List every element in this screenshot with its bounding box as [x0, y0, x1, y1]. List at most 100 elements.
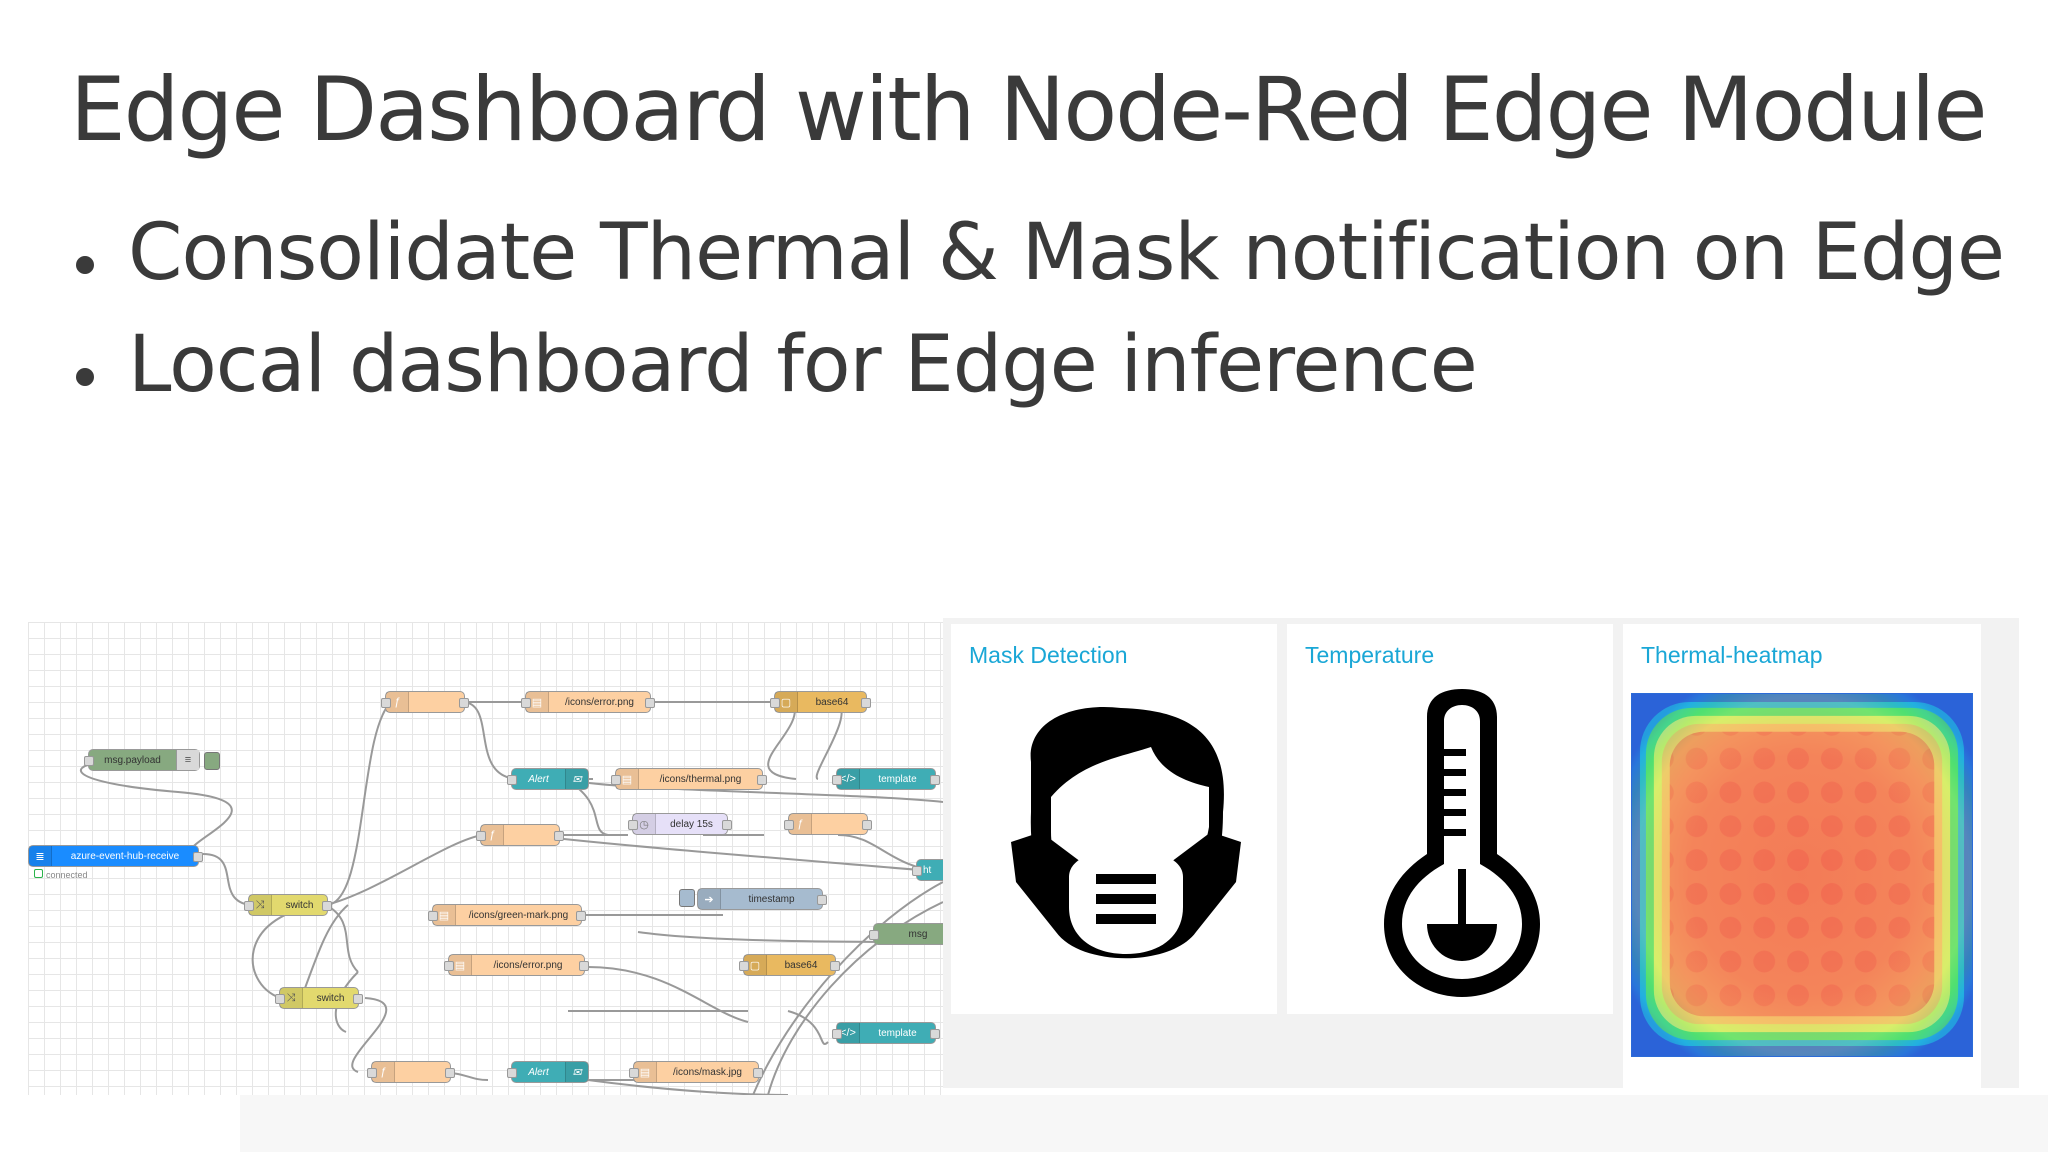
node-label: delay 15s	[670, 818, 713, 830]
output-port[interactable]	[830, 961, 840, 971]
function-node[interactable]: ƒ	[381, 691, 469, 713]
input-port[interactable]	[244, 901, 254, 911]
input-port[interactable]	[275, 994, 285, 1004]
input-port[interactable]	[739, 961, 749, 971]
base64-node[interactable]: ▢ base64	[739, 954, 840, 976]
node-label: switch	[316, 992, 345, 1004]
input-port[interactable]	[444, 961, 454, 971]
function-node[interactable]: ƒ	[476, 824, 564, 846]
status-indicator-icon	[34, 869, 43, 878]
input-port[interactable]	[507, 1068, 517, 1078]
template-node[interactable]: ht	[912, 859, 943, 881]
node-label: /icons/error.png	[565, 696, 634, 708]
function-node[interactable]: ƒ	[367, 1061, 455, 1083]
node-label: switch	[285, 899, 314, 911]
azure-event-hub-node[interactable]: ≣ azure-event-hub-receive	[28, 845, 203, 867]
email-alert-node[interactable]: Alert ✉	[507, 768, 589, 790]
inject-button[interactable]	[679, 889, 695, 907]
input-port[interactable]	[912, 866, 922, 876]
email-alert-node[interactable]: Alert ✉	[507, 1061, 589, 1083]
file-icon: ▤	[634, 1062, 657, 1082]
function-node[interactable]: ƒ	[784, 813, 872, 835]
debug-node[interactable]: msg	[869, 923, 943, 945]
debug-icon: ≡	[176, 750, 199, 770]
temperature-card: Temperature	[1287, 624, 1613, 1014]
node-label: msg	[908, 928, 928, 940]
input-port[interactable]	[770, 698, 780, 708]
delay-node[interactable]: ◷ delay 15s	[628, 813, 732, 835]
switch-node[interactable]: ⤨ switch	[275, 987, 363, 1009]
thermometer-icon	[1384, 689, 1540, 997]
output-port[interactable]	[930, 775, 940, 785]
file-node[interactable]: ▤ /icons/thermal.png	[611, 768, 767, 790]
template-icon: </>	[837, 769, 860, 789]
input-port[interactable]	[428, 911, 438, 921]
file-icon: ▤	[526, 692, 549, 712]
thermal-heatmap-card: Thermal-heatmap	[1623, 624, 1981, 1088]
output-port[interactable]	[579, 961, 589, 971]
output-port[interactable]	[459, 698, 469, 708]
input-port[interactable]	[507, 775, 517, 785]
file-node[interactable]: ▤ /icons/error.png	[521, 691, 655, 713]
switch-icon: ⤨	[280, 988, 303, 1008]
function-icon: ƒ	[372, 1062, 395, 1082]
function-icon: ƒ	[789, 814, 812, 834]
file-node[interactable]: ▤ /icons/green-mark.png	[428, 904, 586, 926]
card-title: Mask Detection	[969, 642, 1128, 668]
output-port[interactable]	[722, 820, 732, 830]
output-port[interactable]	[193, 852, 203, 862]
file-node[interactable]: ▤ /icons/mask.jpg	[629, 1061, 763, 1083]
output-port[interactable]	[753, 1068, 763, 1078]
node-label: template	[878, 773, 917, 785]
input-port[interactable]	[367, 1068, 377, 1078]
output-port[interactable]	[322, 901, 332, 911]
input-port[interactable]	[84, 756, 94, 766]
input-port[interactable]	[832, 775, 842, 785]
bullet-text: Consolidate Thermal & Mask notification …	[128, 208, 2005, 298]
mask-detection-card: Mask Detection	[951, 624, 1277, 1014]
debug-toggle[interactable]	[204, 752, 220, 770]
connection-status: connected	[34, 869, 88, 880]
input-port[interactable]	[476, 831, 486, 841]
delay-icon: ◷	[633, 814, 656, 834]
input-port[interactable]	[629, 1068, 639, 1078]
file-icon: ▤	[433, 905, 456, 925]
output-port[interactable]	[817, 895, 827, 905]
output-port[interactable]	[861, 698, 871, 708]
node-label: /icons/error.png	[493, 959, 563, 971]
debug-node[interactable]: msg.payload ≡	[84, 749, 200, 771]
input-port[interactable]	[628, 820, 638, 830]
bullet-item: Local dashboard for Edge inference	[70, 320, 2004, 432]
node-label: base64	[815, 696, 849, 708]
input-port[interactable]	[521, 698, 531, 708]
node-label: Alert	[528, 1066, 549, 1078]
template-node[interactable]: </> template	[832, 768, 940, 790]
switch-node[interactable]: ⤨ switch	[244, 894, 332, 916]
output-port[interactable]	[930, 1029, 940, 1039]
input-port[interactable]	[869, 930, 879, 940]
mask-icon	[1011, 706, 1241, 959]
slide-title: Edge Dashboard with Node-Red Edge Module	[70, 58, 1988, 161]
input-port[interactable]	[381, 698, 391, 708]
output-port[interactable]	[353, 994, 363, 1004]
bullet-text: Local dashboard for Edge inference	[128, 320, 1478, 410]
template-node[interactable]: </> template	[832, 1022, 940, 1044]
inject-node[interactable]: ➔ timestamp	[697, 888, 827, 910]
file-icon: ▤	[616, 769, 639, 789]
file-node[interactable]: ▤ /icons/error.png	[444, 954, 589, 976]
card-title: Thermal-heatmap	[1641, 642, 1823, 668]
base64-node[interactable]: ▢ base64	[770, 691, 871, 713]
output-port[interactable]	[576, 911, 586, 921]
output-port[interactable]	[862, 820, 872, 830]
node-red-flow-canvas[interactable]: msg.payload ≡ ≣ azure-event-hub-receive …	[28, 622, 943, 1095]
output-port[interactable]	[757, 775, 767, 785]
input-port[interactable]	[611, 775, 621, 785]
output-port[interactable]	[645, 698, 655, 708]
function-icon: ƒ	[386, 692, 409, 712]
input-port[interactable]	[784, 820, 794, 830]
output-port[interactable]	[554, 831, 564, 841]
node-label: /icons/green-mark.png	[468, 909, 569, 921]
input-port[interactable]	[832, 1029, 842, 1039]
azure-icon: ≣	[29, 846, 52, 866]
output-port[interactable]	[445, 1068, 455, 1078]
